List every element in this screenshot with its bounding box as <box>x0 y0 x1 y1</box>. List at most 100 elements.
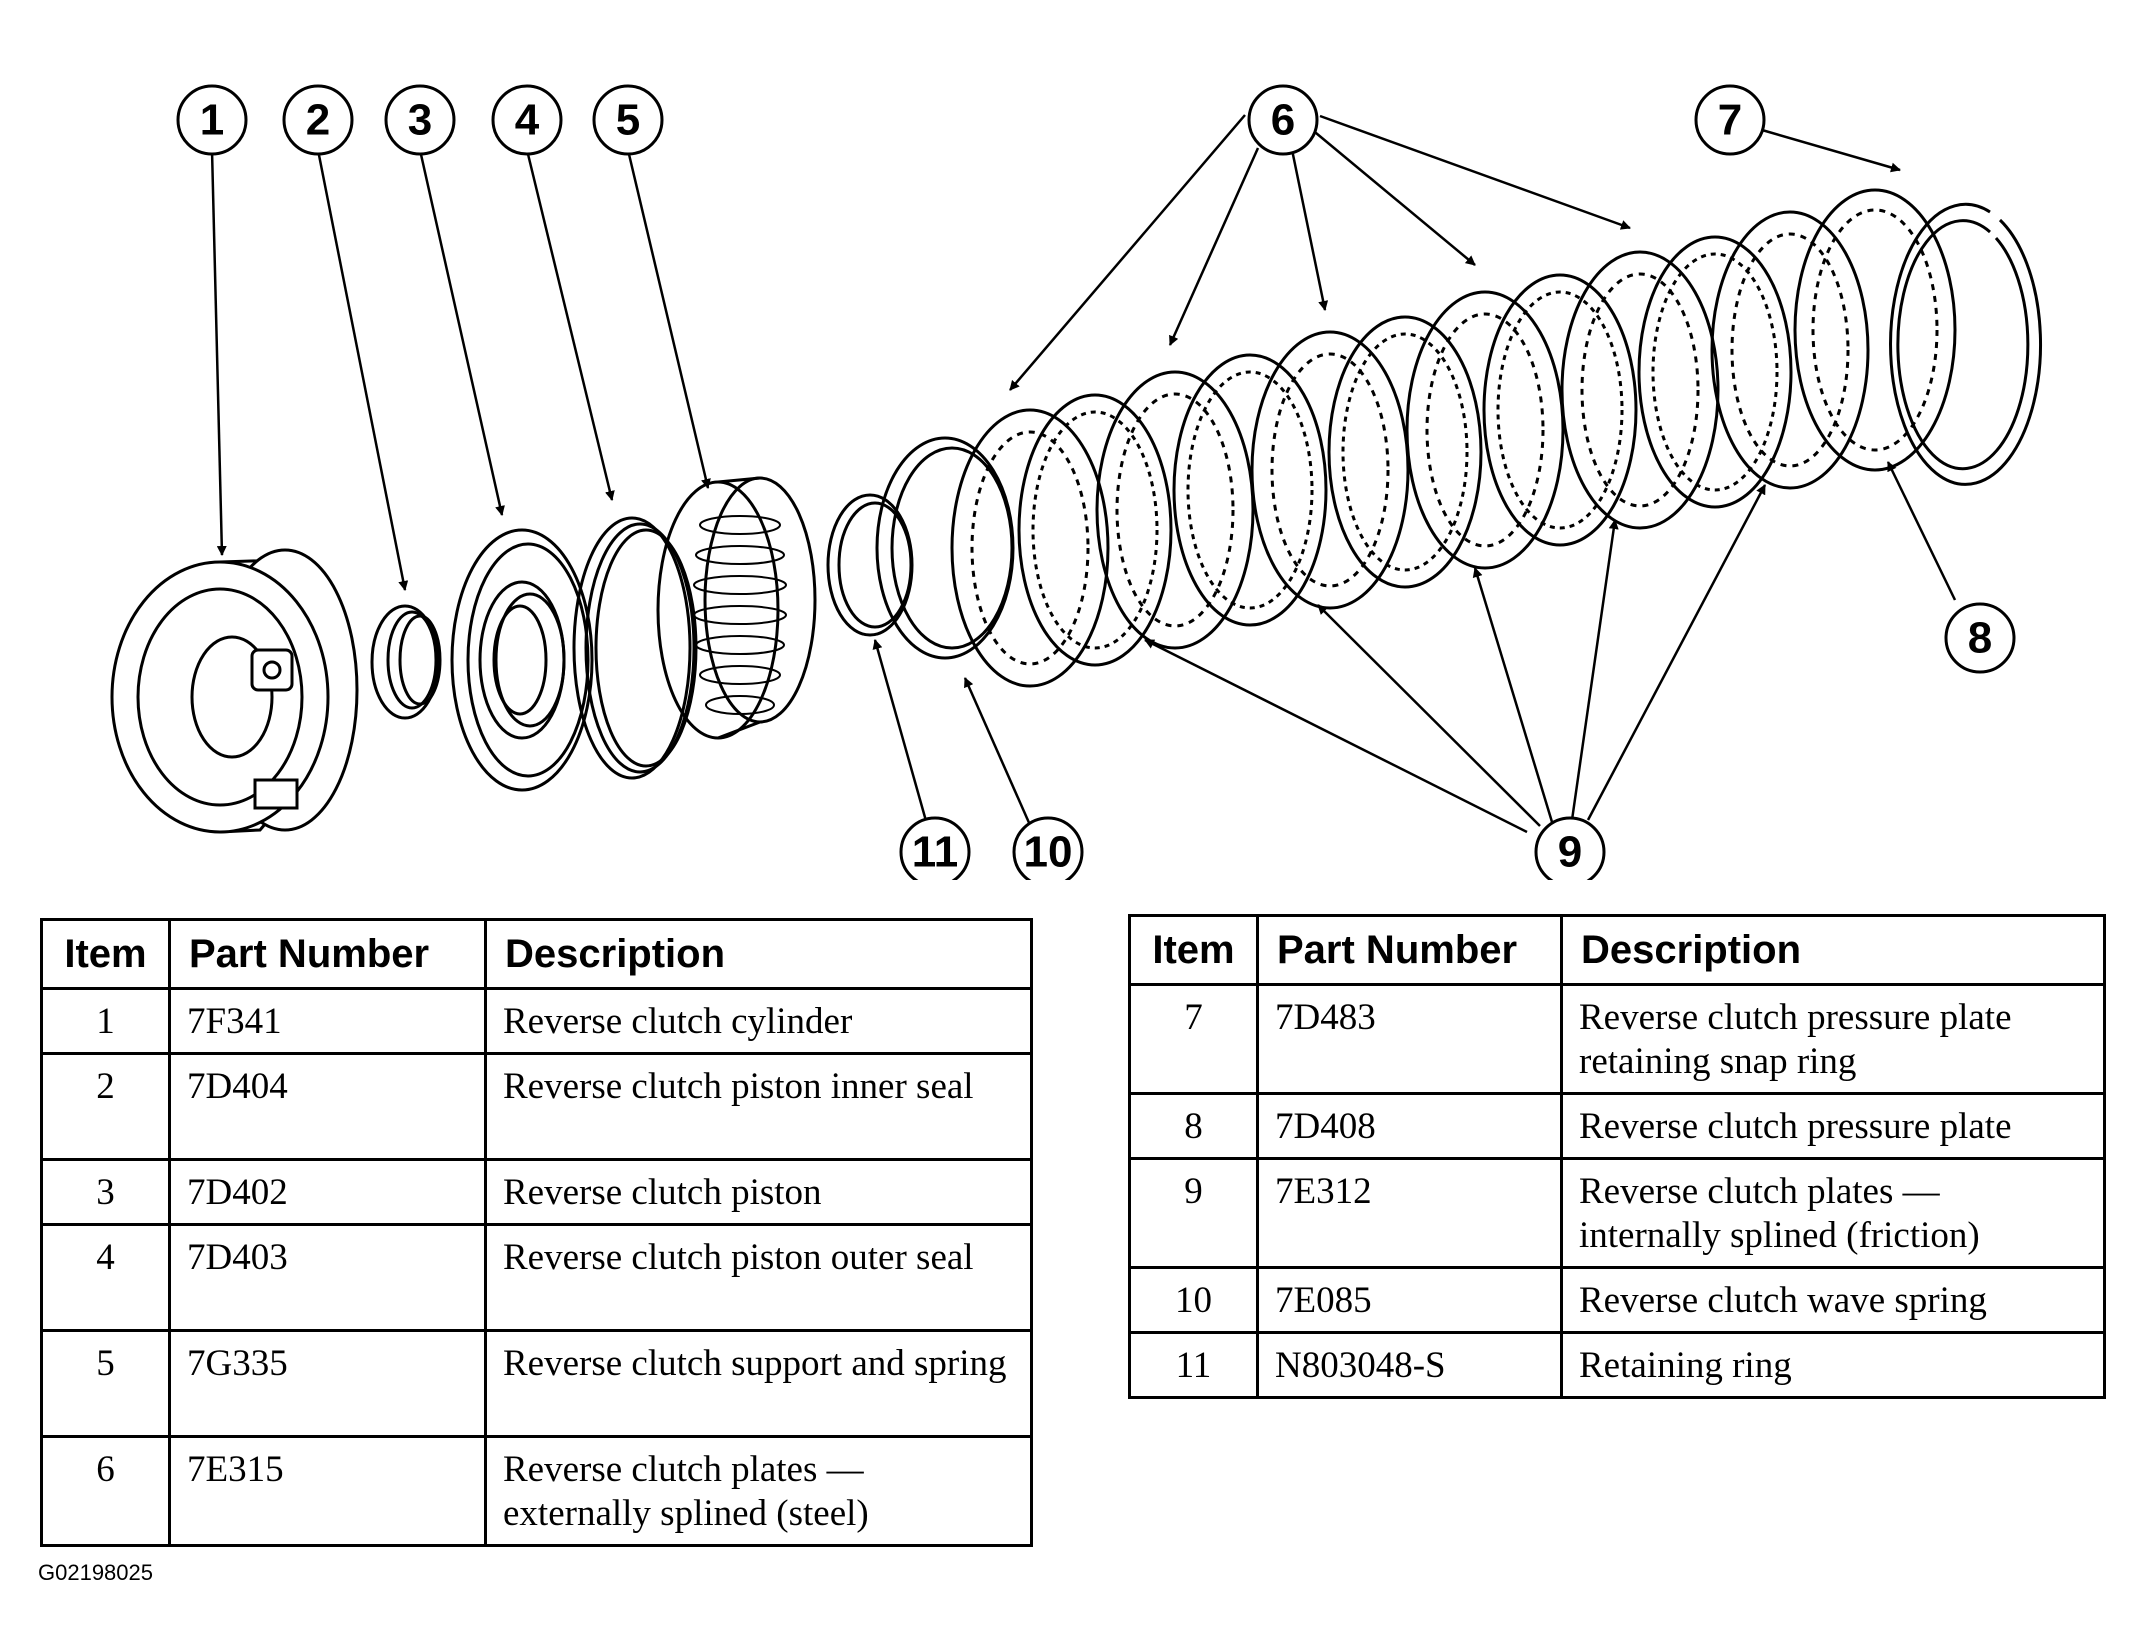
steel-plate <box>1710 210 1870 490</box>
steel-plate <box>950 408 1110 688</box>
parts-table-left: Item Part Number Description 1 7F341 Rev… <box>40 918 1033 1547</box>
table-row: 3 7D402 Reverse clutch piston <box>40 1158 1033 1226</box>
callout-circles: 1 2 3 4 5 6 7 8 9 10 11 <box>176 84 2016 880</box>
friction-plate <box>1172 353 1328 627</box>
description-cell: Retaining ring <box>1560 1331 2106 1399</box>
svg-text:11: 11 <box>912 828 959 877</box>
piston-outer-seal-part <box>572 516 698 780</box>
part-number-cell: 7D403 <box>168 1223 487 1332</box>
table-row: 4 7D403 Reverse clutch piston outer seal <box>40 1223 1033 1332</box>
header-description: Description <box>484 918 1033 990</box>
item-cell: 5 <box>40 1329 171 1438</box>
callout-11: 11 <box>899 816 971 880</box>
description-cell: Reverse clutch piston <box>484 1158 1033 1226</box>
table-header-row: Item Part Number Description <box>40 918 1033 990</box>
header-part-number: Part Number <box>1256 914 1563 986</box>
item-cell: 4 <box>40 1223 171 1332</box>
svg-text:2: 2 <box>306 96 330 145</box>
friction-plate <box>1017 393 1173 667</box>
svg-text:9: 9 <box>1558 828 1582 877</box>
item-cell: 7 <box>1128 983 1259 1095</box>
item-cell: 3 <box>40 1158 171 1226</box>
support-and-spring-part <box>656 476 817 740</box>
callout-4: 4 <box>491 84 563 156</box>
callout-3: 3 <box>384 84 456 156</box>
header-part-number: Part Number <box>168 918 487 990</box>
svg-text:10: 10 <box>1024 828 1073 877</box>
part-number-cell: 7D404 <box>168 1052 487 1161</box>
description-cell: Reverse clutch support and spring <box>484 1329 1033 1438</box>
table-row: 2 7D404 Reverse clutch piston inner seal <box>40 1052 1033 1161</box>
part-number-cell: 7E085 <box>1256 1266 1563 1334</box>
callout-2: 2 <box>282 84 354 156</box>
steel-plate <box>1250 330 1410 610</box>
steel-plate <box>1405 290 1565 570</box>
steel-plate <box>1095 370 1255 650</box>
item-cell: 8 <box>1128 1092 1259 1160</box>
friction-plate <box>1327 315 1483 589</box>
parts-table-right: Item Part Number Description 7 7D483 Rev… <box>1128 914 2106 1399</box>
description-cell: Reverse clutch cylinder <box>484 987 1033 1055</box>
item-cell: 10 <box>1128 1266 1259 1334</box>
table-row: 7 7D483 Reverse clutch pressure plate re… <box>1128 983 2106 1095</box>
part-number-cell: 7G335 <box>168 1329 487 1438</box>
callout-7: 7 <box>1694 84 1766 156</box>
pressure-plate-part <box>1793 188 1957 472</box>
svg-text:4: 4 <box>515 96 540 145</box>
description-cell: Reverse clutch pressure plate <box>1560 1092 2106 1160</box>
header-item: Item <box>40 918 171 990</box>
part-number-cell: N803048-S <box>1256 1331 1563 1399</box>
figure-id: G02198025 <box>38 1560 153 1585</box>
part-number-cell: 7E312 <box>1256 1157 1563 1269</box>
table-row: 11 N803048-S Retaining ring <box>1128 1331 2106 1399</box>
callout-6: 6 <box>1247 84 1319 156</box>
retaining-ring-part <box>826 493 914 637</box>
svg-text:1: 1 <box>200 96 224 145</box>
friction-plate <box>1482 273 1638 547</box>
part-number-cell: 7E315 <box>168 1435 487 1547</box>
table-row: 8 7D408 Reverse clutch pressure plate <box>1128 1092 2106 1160</box>
clutch-plate-stack <box>950 210 1870 688</box>
wave-spring-part <box>875 436 1015 660</box>
item-cell: 9 <box>1128 1157 1259 1269</box>
item-cell: 1 <box>40 987 171 1055</box>
svg-text:3: 3 <box>408 96 432 145</box>
table-row: 9 7E312 Reverse clutch plates — internal… <box>1128 1157 2106 1269</box>
table-row: 6 7E315 Reverse clutch plates — external… <box>40 1435 1033 1547</box>
steel-plate <box>1560 250 1720 530</box>
part-number-cell: 7D408 <box>1256 1092 1563 1160</box>
header-item: Item <box>1128 914 1259 986</box>
callout-10: 10 <box>1012 816 1084 880</box>
svg-text:6: 6 <box>1271 96 1295 145</box>
callout-9: 9 <box>1534 816 1606 880</box>
reverse-clutch-cylinder-part <box>110 548 359 834</box>
item-cell: 6 <box>40 1435 171 1547</box>
table-row: 5 7G335 Reverse clutch support and sprin… <box>40 1329 1033 1438</box>
part-number-cell: 7D402 <box>168 1158 487 1226</box>
exploded-view-diagram: 1 2 3 4 5 6 7 8 9 10 11 <box>110 84 2043 880</box>
part-number-cell: 7D483 <box>1256 983 1563 1095</box>
table-row: 10 7E085 Reverse clutch wave spring <box>1128 1266 2106 1334</box>
callout-5: 5 <box>592 84 664 156</box>
reverse-clutch-piston-part <box>450 528 594 792</box>
friction-plate <box>1637 235 1793 509</box>
part-number-cell: 7F341 <box>168 987 487 1055</box>
description-cell: Reverse clutch piston inner seal <box>484 1052 1033 1161</box>
table-header-row: Item Part Number Description <box>1128 914 2106 986</box>
description-cell: Reverse clutch pressure plate retaining … <box>1560 983 2106 1095</box>
description-cell: Reverse clutch plates — externally splin… <box>484 1435 1033 1547</box>
header-description: Description <box>1560 914 2106 986</box>
svg-text:7: 7 <box>1718 96 1742 145</box>
svg-text:5: 5 <box>616 96 640 145</box>
callout-8: 8 <box>1944 602 2016 674</box>
description-cell: Reverse clutch wave spring <box>1560 1266 2106 1334</box>
table-row: 1 7F341 Reverse clutch cylinder <box>40 987 1033 1055</box>
snap-ring-part <box>1889 202 2043 486</box>
item-cell: 11 <box>1128 1331 1259 1399</box>
item-cell: 2 <box>40 1052 171 1161</box>
svg-text:8: 8 <box>1968 614 1992 663</box>
piston-inner-seal-part <box>370 604 442 720</box>
description-cell: Reverse clutch piston outer seal <box>484 1223 1033 1332</box>
leader-lines <box>210 114 1957 834</box>
description-cell: Reverse clutch plates — internally splin… <box>1560 1157 2106 1269</box>
